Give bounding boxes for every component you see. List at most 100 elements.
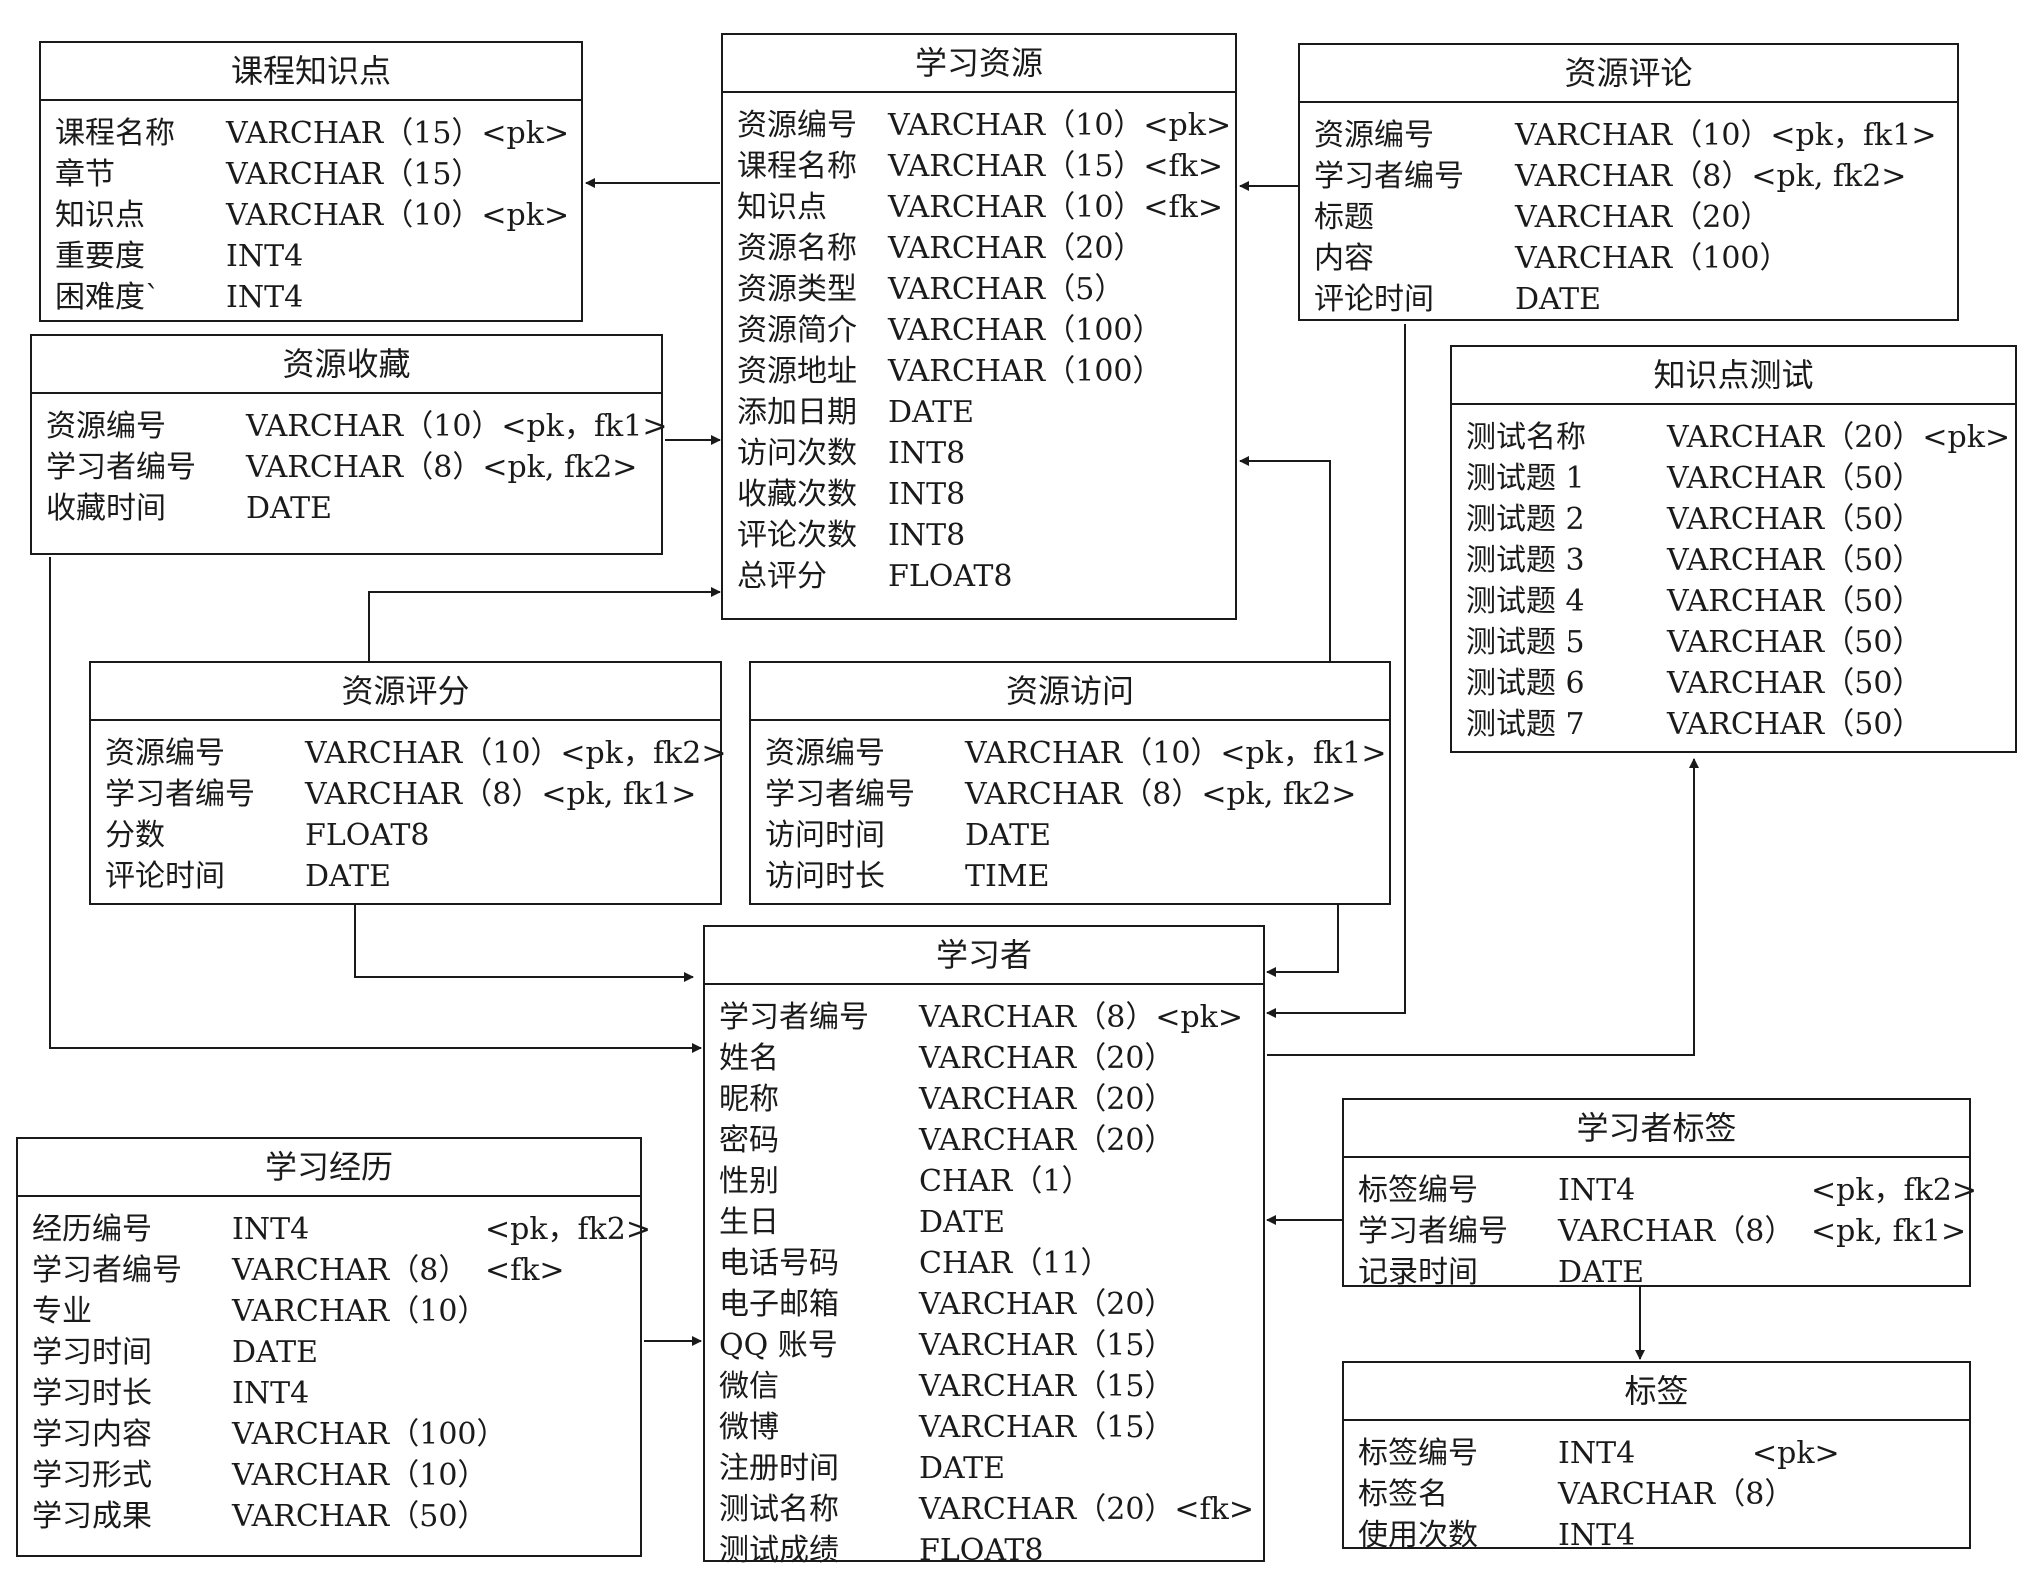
field-name: 使用次数	[1358, 1518, 1478, 1553]
field-type: VARCHAR（20）	[919, 1082, 1175, 1117]
field-type: INT4	[232, 1212, 310, 1247]
field-type: DATE	[232, 1335, 318, 1370]
field-name: QQ 账号	[719, 1328, 838, 1363]
field-type: VARCHAR（8）<pk, fk2>	[246, 450, 638, 485]
field-name: 标签编号	[1358, 1436, 1478, 1471]
field-name: 专业	[32, 1294, 92, 1329]
entity-title: 学习者	[705, 927, 1263, 985]
field-type: INT4	[232, 1376, 310, 1411]
field-name: 测试名称	[1466, 420, 1586, 455]
field-type: TIME	[965, 859, 1050, 894]
field-type: DATE	[888, 395, 974, 430]
field-type: INT4	[1558, 1173, 1636, 1208]
field-type: INT4	[1558, 1518, 1636, 1553]
field-name: 知识点	[55, 198, 145, 233]
field-name: 资源名称	[737, 231, 857, 266]
field-type: VARCHAR（8）	[232, 1253, 469, 1288]
field-key: <pk>	[1155, 1000, 1243, 1035]
field-name: 总评分	[737, 559, 827, 594]
field-type: INT4	[226, 239, 304, 274]
field-name: 测试成绩	[719, 1533, 839, 1568]
field-type: INT4	[1558, 1436, 1636, 1471]
field-type: VARCHAR（15）	[919, 1410, 1175, 1445]
field-name: 测试题 4	[1466, 584, 1585, 619]
field-name: 资源简介	[737, 313, 857, 348]
field-name: 评论次数	[737, 518, 857, 553]
field-row: 学习者编号 VARCHAR（8）<pk>	[719, 997, 1263, 1038]
field-type: DATE	[246, 491, 332, 526]
field-type: VARCHAR（10）<pk，fk1>	[965, 736, 1387, 771]
field-name: 学习者编号	[719, 1000, 869, 1035]
entity-title: 学习者标签	[1344, 1100, 1969, 1158]
entity-title: 课程知识点	[41, 43, 581, 101]
field-name: 学习形式	[32, 1458, 152, 1493]
field-name: 密码	[719, 1123, 779, 1158]
field-type: INT8	[888, 436, 966, 471]
field-name: 内容	[1314, 241, 1374, 276]
field-type: VARCHAR（10）	[232, 1294, 488, 1329]
relationship-arrow	[1266, 324, 1406, 1018]
field-name: 标题	[1314, 200, 1374, 235]
field-type: VARCHAR（10）	[232, 1458, 488, 1493]
field-type: VARCHAR（50）	[1667, 502, 1923, 537]
field-type: VARCHAR（5）	[888, 272, 1125, 307]
field-name: 学习时间	[32, 1335, 152, 1370]
field-type: VARCHAR（10）<pk，fk1>	[1515, 118, 1937, 153]
field-type: DATE	[919, 1205, 1005, 1240]
field-name: 评论时间	[105, 859, 225, 894]
field-name: 资源编号	[765, 736, 885, 771]
field-type: CHAR（11）	[919, 1246, 1111, 1281]
relationship-arrow	[354, 905, 694, 982]
relationship-arrow	[368, 587, 721, 661]
field-name: 微信	[719, 1369, 779, 1404]
field-row: 专业 VARCHAR（10）	[32, 1291, 640, 1332]
field-row: 知识点 VARCHAR（10）<pk>	[55, 195, 581, 236]
field-type: VARCHAR（100）	[888, 354, 1163, 389]
field-name: 学习者编号	[765, 777, 915, 812]
field-name: 测试题 2	[1466, 502, 1585, 537]
field-name: 记录时间	[1358, 1255, 1478, 1290]
field-name: 资源编号	[737, 108, 857, 143]
field-name: 测试题 1	[1466, 461, 1585, 496]
field-type: VARCHAR（15）<pk>	[226, 116, 570, 151]
field-type: DATE	[1515, 282, 1601, 317]
field-type: VARCHAR（8）	[919, 1000, 1156, 1035]
field-type: VARCHAR（10）<pk>	[226, 198, 570, 233]
field-name: 经历编号	[32, 1212, 152, 1247]
